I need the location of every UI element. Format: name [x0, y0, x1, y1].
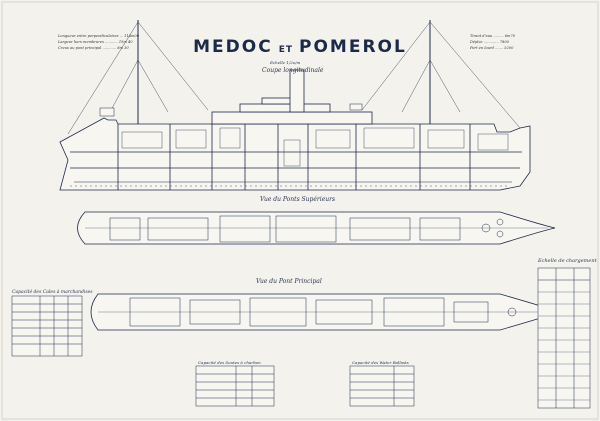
loading-scale-label: Echelle de chargement [538, 258, 597, 264]
page-title: MEDOC ET POMEROL [0, 37, 600, 57]
coal-bunker-table [195, 365, 275, 407]
upper-deck-plan [77, 211, 556, 245]
main-deck-plan [90, 293, 562, 331]
longitudinal-section [59, 20, 531, 191]
main-deck-label: Vue du Pont Principal [256, 278, 322, 285]
cargo-capacity-label: Capacité des Cales à marchandises [12, 290, 93, 295]
loading-scale-table [537, 267, 591, 409]
water-ballast-label: Capacité des Water Ballasts [352, 360, 409, 365]
title-pomerol: POMEROL [299, 37, 407, 57]
spec-line: Tirant d'eau ......... 6m70 [470, 34, 516, 38]
cargo-capacity-table [11, 295, 83, 357]
water-ballast-table [349, 365, 415, 407]
upper-deck-label: Vue du Ponts Supérieurs [260, 196, 336, 203]
spec-line: Port en lourd ....... 5200 [470, 46, 514, 50]
spec-line: Largeur hors membrures ........... 15m 4… [58, 40, 133, 44]
longitudinal-section-label: Coupe longitudinale [262, 67, 324, 74]
scale-label: Echelle 1/2o/m [270, 60, 301, 65]
specs-left: Longueur entre perpendiculaires ... 114m… [58, 33, 139, 51]
spec-line: Déplac ............. 7800 [470, 40, 509, 44]
coal-bunker-label: Capacité des Soutes à charbon [198, 360, 261, 365]
title-medoc: MEDOC [193, 37, 273, 57]
spec-line: Creux au pont principal ............ 8m … [58, 46, 129, 50]
title-et: ET [278, 45, 294, 55]
spec-line: Longueur entre perpendiculaires ... 114m… [58, 34, 139, 38]
specs-right: Tirant d'eau ......... 6m70 Déplac .....… [470, 33, 515, 51]
